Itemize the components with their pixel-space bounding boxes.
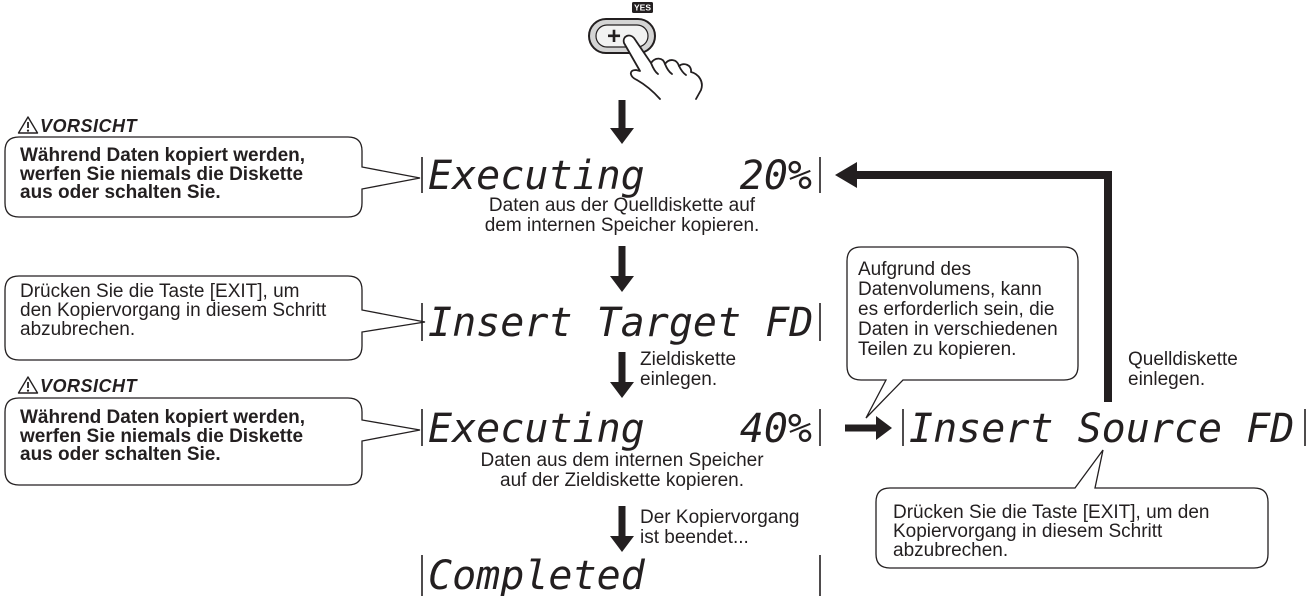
exit-note-left: Drücken Sie die Taste [EXIT], um den Kop… [20, 281, 327, 340]
lcd-progress: 20% [740, 153, 812, 199]
arrow-right [845, 416, 892, 440]
step-insert-source: Quelldiskette einlegen. [1128, 349, 1238, 390]
lcd-display-completed: Completed [421, 553, 821, 596]
lcd-display-executing-20: Executing 20% [421, 153, 821, 199]
yes-badge-label: YES [634, 3, 651, 13]
step-finished: Der Kopiervorgang ist beendet... [640, 507, 800, 548]
warning-icon [17, 116, 39, 134]
caution-heading-1: VORSICHT [40, 116, 138, 136]
arrow-down-1 [610, 100, 634, 144]
lcd-message: Executing [428, 406, 645, 452]
step-copy-to-disk: Daten aus dem internen Speicher auf der … [480, 450, 764, 491]
lcd-message: Executing [428, 153, 645, 199]
caution-callout-2 [4, 397, 421, 486]
plus-yes-button: + YES [588, 2, 656, 54]
exit-callout-left [4, 275, 426, 361]
lcd-display-insert-source: Insert Source FD [902, 406, 1306, 452]
loop-back-arrow [835, 162, 1112, 402]
caution-heading-2: VORSICHT [40, 376, 138, 396]
arrow-down-2 [610, 246, 634, 292]
arrow-down-3 [610, 352, 634, 398]
loop-back-arrowhead [835, 162, 857, 188]
caution-callout-1 [4, 136, 421, 218]
exit-callout-right [875, 449, 1269, 569]
warning-icon [17, 376, 39, 394]
warning-triangle [17, 376, 39, 394]
hand-press-icon [622, 34, 703, 100]
hand-finger-creases [650, 62, 687, 76]
step-copy-to-memory: Daten aus der Quelldiskette auf dem inte… [484, 195, 760, 236]
warning-exclamation-dot [26, 389, 30, 392]
warning-triangle [17, 116, 39, 134]
volume-callout [846, 246, 1079, 419]
lcd-display-insert-target: Insert Target FD [421, 300, 821, 346]
lcd-display-executing-40: Executing 40% [421, 406, 821, 452]
yes-badge: YES [632, 2, 653, 13]
button-plus-label: + [607, 23, 621, 50]
hand-outline [622, 34, 703, 100]
lcd-message: Insert Source FD [909, 406, 1294, 452]
exit-note-right: Drücken Sie die Taste [EXIT], um den Kop… [893, 502, 1210, 561]
caution-text-2: Während Daten kopiert werden, werfen Sie… [20, 407, 306, 465]
lcd-message: Insert Target FD [428, 300, 813, 346]
button-face [595, 24, 649, 48]
caution-text-1: Während Daten kopiert werden, werfen Sie… [20, 145, 306, 203]
arrow-down-4 [610, 506, 634, 552]
loop-back-line [854, 171, 1112, 402]
warning-exclamation-dot [26, 129, 30, 132]
step-insert-target: Zieldiskette einlegen. [640, 349, 737, 390]
volume-note: Aufgrund des Datenvolumens, kann es erfo… [858, 259, 1058, 360]
yes-badge-background [632, 2, 653, 13]
lcd-progress: 40% [740, 406, 812, 452]
lcd-message: Completed [428, 553, 646, 596]
